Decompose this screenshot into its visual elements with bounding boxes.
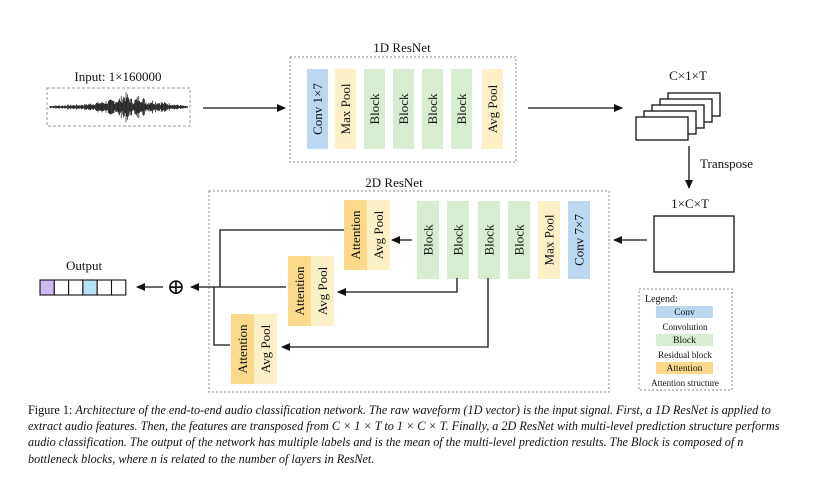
resnet1d-pool-6-label: Avg Pool — [485, 84, 500, 133]
resnet1d-frame — [289, 56, 517, 163]
avg-pool-head-0: Avg Pool — [367, 200, 390, 270]
resnet1d-conv-0: Conv 1×7 — [307, 69, 328, 149]
sum-symbol: ⊕ — [167, 274, 185, 299]
resnet2d-block-0: Block — [417, 201, 439, 279]
attention-head-0-label: Attention — [348, 210, 363, 260]
avg-pool-head-2: Avg Pool — [254, 314, 277, 384]
transposed-feature-map — [653, 215, 735, 273]
resnet2d-block-1-label: Block — [451, 224, 466, 256]
feature-label: C×1×T — [669, 68, 707, 83]
arrow-block-to-head3 — [281, 278, 489, 351]
resnet1d-pool-1-label: Max Pool — [338, 83, 353, 134]
resnet1d-block-4-label: Block — [425, 93, 440, 125]
legend-desc-block: Residual block — [658, 350, 712, 360]
legend-swatch-label-block: Block — [673, 336, 696, 346]
output-cell — [39, 279, 55, 296]
transposed-label: 1×C×T — [671, 196, 709, 211]
resnet1d-pool-1: Max Pool — [335, 69, 356, 149]
transpose-label: Transpose — [700, 156, 753, 171]
legend-desc-attn: Attention structure — [651, 378, 719, 388]
legend-desc-conv: Convolution — [662, 322, 708, 332]
legend-swatch-label-conv: Conv — [674, 308, 695, 318]
resnet2d-frame — [208, 190, 610, 393]
feature-map-stack — [635, 92, 721, 141]
resnet2d-block-3: Block — [508, 201, 530, 279]
resnet1d-block-3-label: Block — [396, 93, 411, 125]
resnet1d-title: 1D ResNet — [373, 40, 431, 55]
line-head1-to-sum — [219, 229, 344, 287]
resnet2d-pool-4-label: Max Pool — [542, 214, 557, 265]
resnet2d-block-0-label: Block — [421, 224, 436, 256]
figure-caption: Figure 1: Architecture of the end-to-end… — [28, 402, 786, 467]
avg-pool-head-0-label: Avg Pool — [371, 210, 386, 259]
legend-swatch-label-attn: Attention — [667, 364, 703, 374]
attention-head-0: Attention — [344, 200, 367, 270]
legend-swatch-block — [656, 334, 713, 346]
resnet2d-block-2-label: Block — [482, 224, 497, 256]
resnet1d-block-2: Block — [364, 69, 385, 149]
caption-body: Architecture of the end-to-end audio cla… — [28, 403, 780, 466]
resnet1d-pool-6: Avg Pool — [482, 69, 503, 149]
attention-head-1-label: Attention — [292, 266, 307, 316]
resnet2d-block-3-label: Block — [512, 224, 527, 256]
output-label: Output — [66, 258, 103, 273]
legend-swatch-attn — [656, 362, 713, 374]
resnet1d-blocks: Conv 1×7 Max Pool Block Block Block Block Avg … — [307, 69, 503, 149]
legend-title: Legend: — [645, 294, 678, 305]
input-label: Input: 1×160000 — [74, 69, 161, 84]
attention-head-2-label: Attention — [235, 324, 250, 374]
legend-swatch-conv — [656, 306, 713, 318]
resnet2d-block-1: Block — [447, 201, 469, 279]
attention-head-2: Attention — [231, 314, 254, 384]
resnet1d-block-5: Block — [451, 69, 472, 149]
resnet1d-block-3: Block — [393, 69, 414, 149]
resnet2d-title: 2D ResNet — [365, 175, 423, 190]
caption-lead: Figure 1: — [28, 403, 73, 417]
output-cell — [53, 279, 70, 296]
output-cell — [110, 279, 127, 296]
resnet2d-blocks: Block Block Block Block Max Pool Conv 7×7 — [417, 201, 590, 279]
output-vector — [39, 279, 127, 296]
attention-head-1: Attention — [288, 256, 311, 326]
resnet2d-block-2: Block — [478, 201, 500, 279]
connections — [136, 104, 693, 351]
resnet1d-block-2-label: Block — [367, 93, 382, 125]
resnet2d-conv-5-label: Conv 7×7 — [572, 214, 587, 266]
output-cell — [82, 279, 98, 296]
arrow-block-to-head2 — [337, 278, 458, 296]
resnet2d-conv-5: Conv 7×7 — [568, 201, 590, 279]
resnet2d-pool-4: Max Pool — [538, 201, 560, 279]
resnet1d-block-5-label: Block — [454, 93, 469, 125]
resnet1d-block-4: Block — [422, 69, 443, 149]
resnet1d-conv-0-label: Conv 1×7 — [310, 83, 325, 135]
output-cell — [96, 279, 113, 296]
avg-pool-head-1-label: Avg Pool — [315, 266, 330, 315]
waveform-frame — [46, 87, 191, 127]
output-cell — [68, 279, 84, 296]
avg-pool-head-1: Avg Pool — [311, 256, 334, 326]
waveform-signal — [49, 92, 188, 122]
avg-pool-head-2-label: Avg Pool — [258, 324, 273, 373]
legend-frame — [638, 288, 733, 391]
line-head3-to-sum — [213, 287, 230, 346]
